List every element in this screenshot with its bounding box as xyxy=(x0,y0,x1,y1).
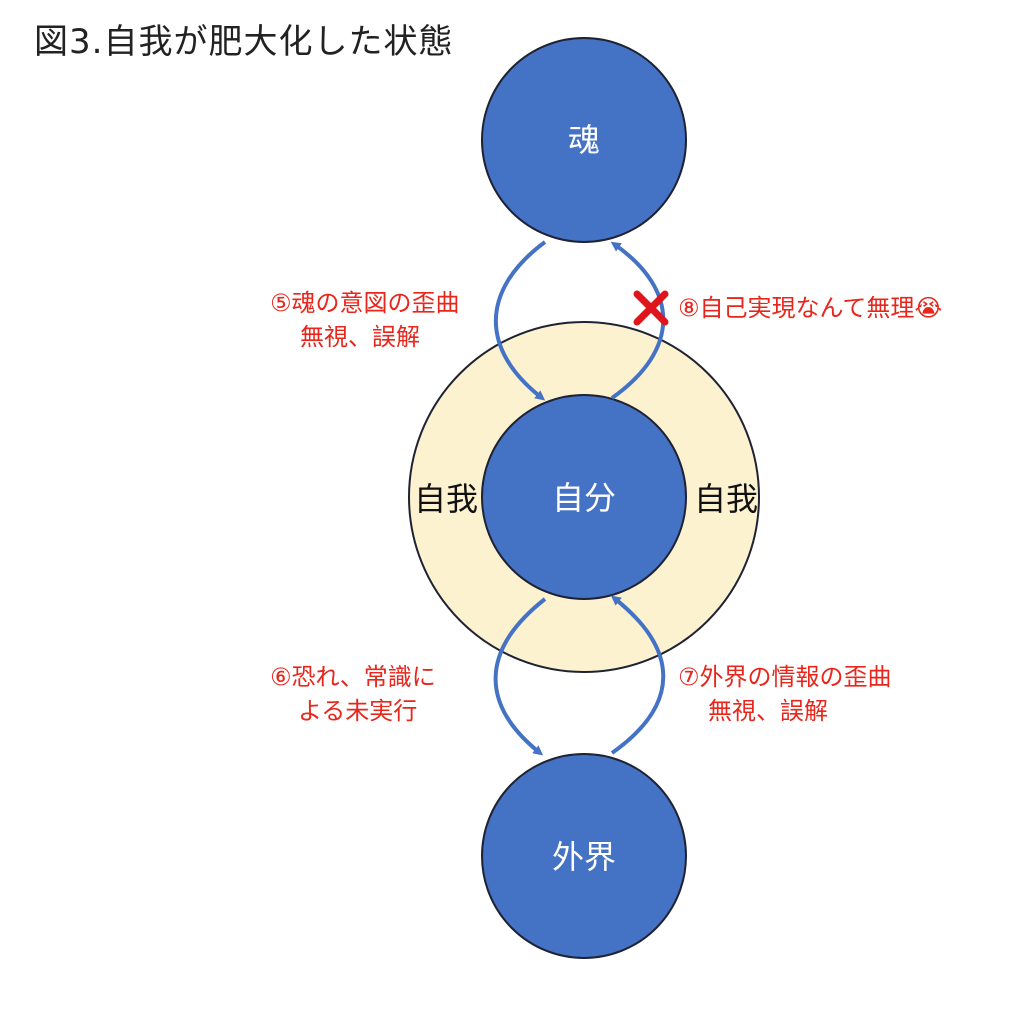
annotation-8-text: ⑧自己実現なんて無理😭 xyxy=(678,294,943,322)
self-node xyxy=(481,394,687,600)
outer-world-label: 外界 xyxy=(552,838,616,876)
annotation-5: ⑤魂の意図の歪曲 無視、誤解 xyxy=(270,286,460,354)
annotation-7-line1: ⑦外界の情報の歪曲 xyxy=(678,663,892,691)
annotation-6: ⑥恐れ、常識に よる未実行 xyxy=(270,660,436,728)
arrow-self-to-outer xyxy=(493,597,547,756)
ego-label-left: 自我 xyxy=(414,480,478,518)
annotation-5-line1: ⑤魂の意図の歪曲 xyxy=(270,289,460,317)
cross-mark-icon xyxy=(633,290,669,326)
arrow-soul-to-self xyxy=(494,240,547,401)
outer-world-node xyxy=(481,753,687,959)
ego-label-right: 自我 xyxy=(694,480,758,518)
annotation-7-line2: 無視、誤解 xyxy=(708,697,828,725)
annotation-6-line2: よる未実行 xyxy=(298,697,418,725)
soul-node xyxy=(481,37,687,243)
arrow-outer-to-self xyxy=(610,595,666,755)
soul-label: 魂 xyxy=(568,121,600,159)
annotation-8: ⑧自己実現なんて無理😭 xyxy=(678,291,942,325)
annotation-5-line2: 無視、誤解 xyxy=(300,323,420,351)
self-label: 自分 xyxy=(552,479,616,517)
diagram-title: 図3.自我が肥大化した状態 xyxy=(34,22,454,62)
annotation-7: ⑦外界の情報の歪曲 無視、誤解 xyxy=(678,660,892,728)
annotation-6-line1: ⑥恐れ、常識に xyxy=(270,663,436,691)
